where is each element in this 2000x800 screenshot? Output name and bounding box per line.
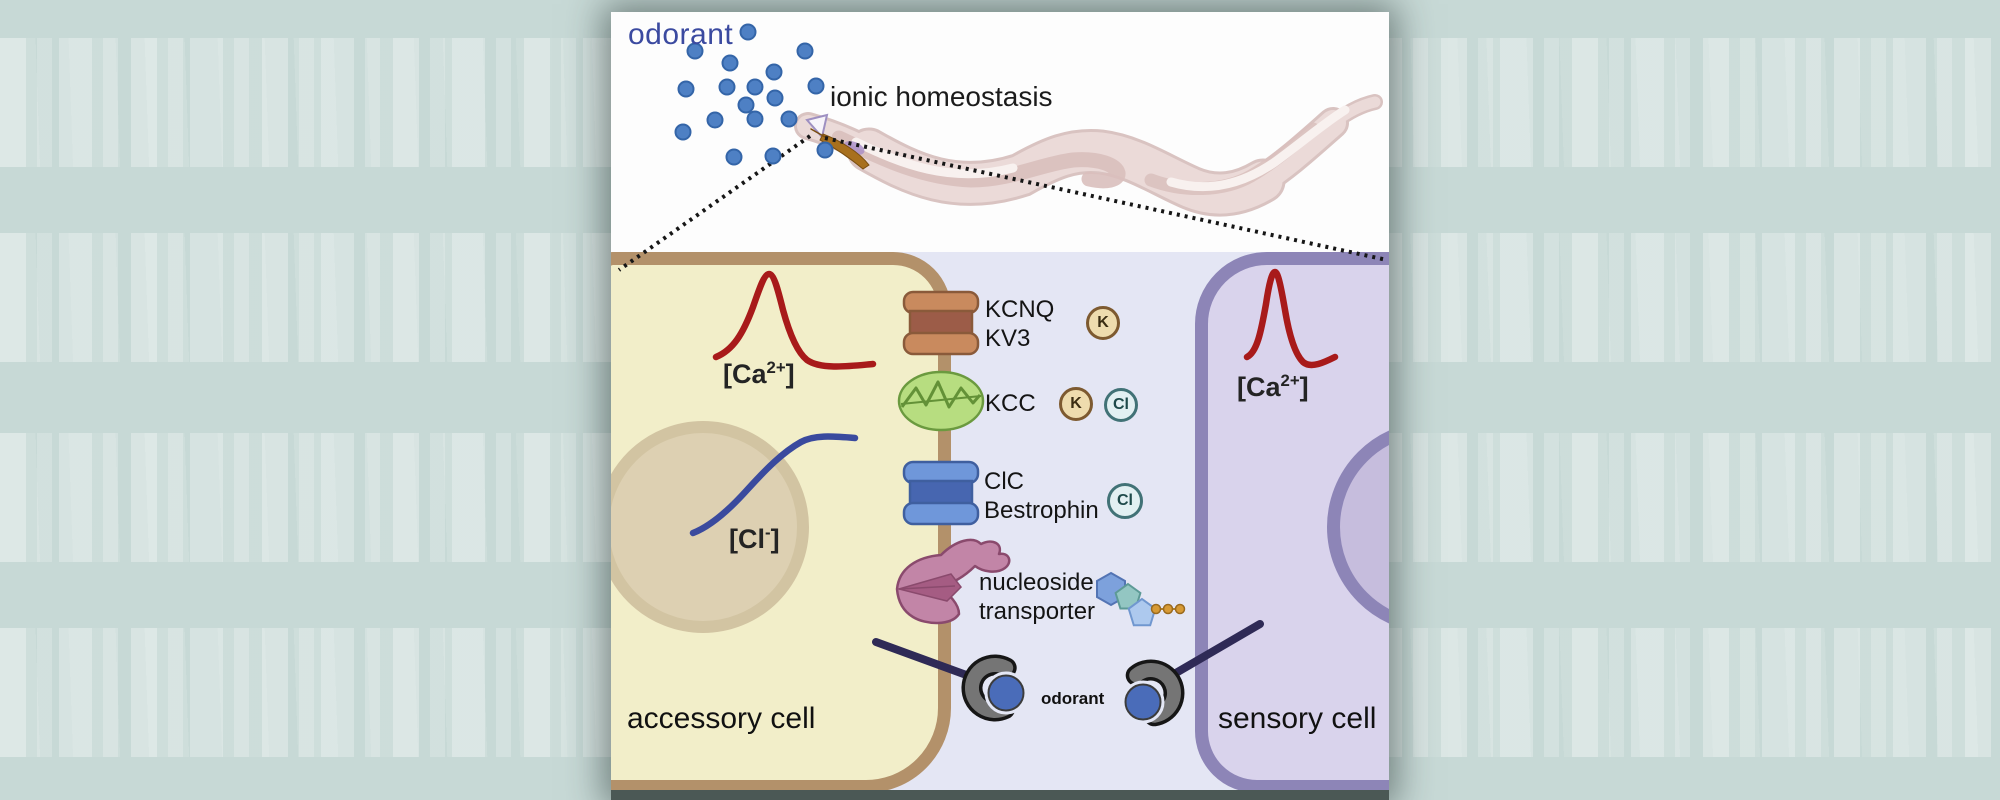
- nt-label-line2: transporter: [979, 598, 1096, 625]
- odorant-receptor-label: odorant: [1041, 689, 1105, 708]
- odorant-dot: [706, 111, 724, 129]
- odorant-dot: [677, 80, 695, 98]
- kcc-label-line1: KCC: [985, 390, 1036, 417]
- odorant-dot: [718, 78, 736, 96]
- ca-label-sup: 2+: [1280, 371, 1300, 390]
- odorant-dot: [780, 110, 798, 128]
- nt-label-line1: nucleoside: [979, 569, 1094, 596]
- clc-label-line2: Bestrophin: [984, 497, 1099, 524]
- worm-head-amphid: [805, 113, 870, 170]
- odorant-dot: [765, 63, 783, 81]
- sensory-cell-label: sensory cell: [1218, 702, 1377, 735]
- odorant-dot: [746, 78, 764, 96]
- odorant-dot: [739, 23, 757, 41]
- kcnq-label-line2: KV3: [985, 325, 1031, 352]
- odorant-dot: [721, 54, 739, 72]
- odorant-dot: [796, 42, 814, 60]
- odorant-dot: [816, 141, 834, 159]
- odorant-dot: [746, 110, 764, 128]
- ca-label-text: [Ca: [723, 359, 767, 389]
- odorant-dot: [674, 123, 692, 141]
- odorant-title: odorant: [628, 18, 734, 51]
- sensory-ca-trace-label: [Ca2+]: [1237, 371, 1309, 403]
- accessory-cell-label: accessory cell: [627, 702, 816, 735]
- odorant-dot: [764, 147, 782, 165]
- clc-bestrophin-label: ClC Bestrophin: [984, 467, 1099, 525]
- chloride-ion-badge: Cl: [1107, 483, 1143, 519]
- ca-label-close: ]: [785, 359, 795, 389]
- kcnq-kv3-label: KCNQ KV3: [985, 295, 1054, 353]
- chloride-ion-badge: Cl: [1104, 388, 1138, 422]
- odorant-dot: [737, 96, 755, 114]
- accessory-cl-trace-label: [Cl-]: [729, 523, 780, 555]
- cl-label-text: [Cl: [729, 524, 765, 554]
- potassium-ion-badge: K: [1086, 306, 1120, 340]
- sensory-cell-nucleus: [1327, 421, 1389, 633]
- ca-label-text: [Ca: [1237, 372, 1281, 402]
- cl-label-close: ]: [770, 524, 780, 554]
- nucleoside-transporter-label: nucleoside transporter: [979, 568, 1095, 626]
- odorant-dot: [766, 89, 784, 107]
- figure-panel: odorant ionic homeostasis [Ca2+] [Cl-] […: [611, 12, 1389, 800]
- clc-label-line1: ClC: [984, 468, 1024, 495]
- ca-label-close: ]: [1299, 372, 1309, 402]
- odorant-dot: [725, 148, 743, 166]
- panel-bottom-edge: [611, 790, 1389, 800]
- accessory-ca-trace-label: [Ca2+]: [723, 358, 795, 390]
- figure-title: ionic homeostasis: [830, 81, 1053, 112]
- odorant-dot: [807, 77, 825, 95]
- zoom-dotted-lines: [617, 134, 1388, 272]
- potassium-ion-badge: K: [1059, 387, 1093, 421]
- ca-label-sup: 2+: [766, 358, 786, 377]
- worm-illustration: [794, 94, 1383, 217]
- kcc-label: KCC: [985, 389, 1036, 418]
- kcnq-label-line1: KCNQ: [985, 296, 1055, 323]
